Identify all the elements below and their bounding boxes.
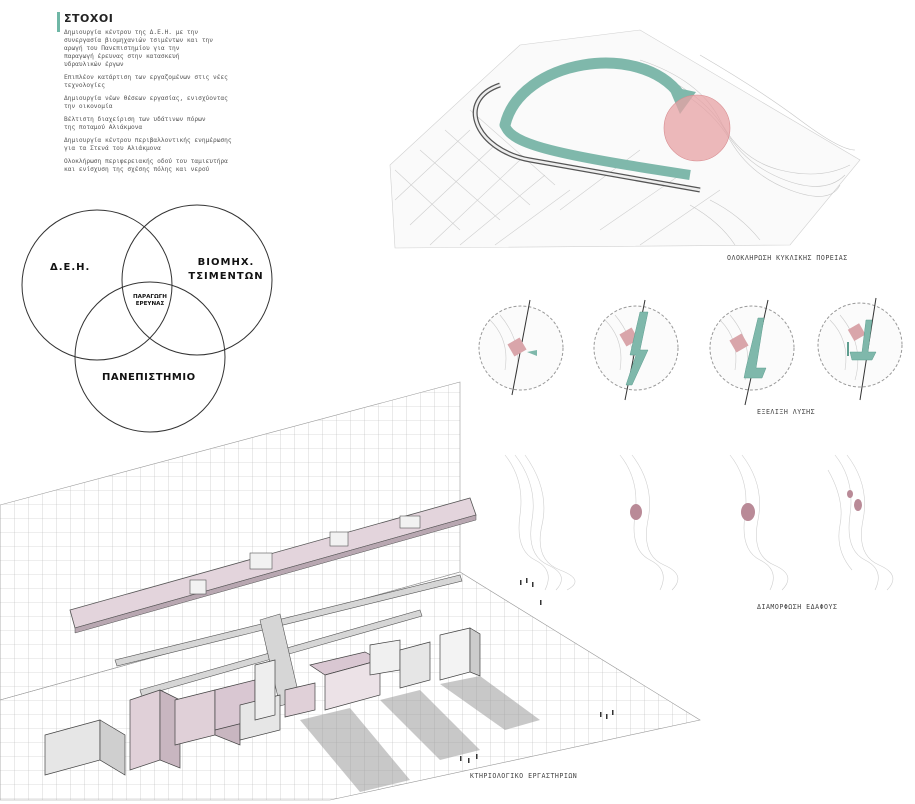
solution-evolution-diagrams — [478, 297, 903, 406]
goals-title: ΣΤΟΧΟΙ — [64, 12, 114, 25]
terrain-step-3 — [729, 454, 789, 591]
goals-accent-bar — [57, 12, 60, 32]
venn-label-university: ΠΑΝΕΠΙΣΤΗΜΙΟ — [102, 372, 196, 383]
site-aerial-plan — [389, 29, 861, 249]
venn-circle-cement — [121, 204, 273, 356]
goal-item: Ολοκλήρωση περιφερειακής οδού του ταμιευ… — [64, 158, 228, 173]
program-isometric-diagram — [0, 381, 701, 801]
caption-lab-program: ΚΤΗΡΙΟΛΟΓΙΚΟ ΕΡΓΑΣΤΗΡΙΩΝ — [470, 772, 578, 780]
evolution-step-2 — [593, 299, 679, 401]
venn-label-cement-line1: ΒΙΟΜΗΧ. — [197, 257, 255, 268]
goal-item: Δημιουργία κέντρου της Δ.Ε.Η. με την συν… — [64, 29, 214, 68]
caption-terrain-shaping: ΔΙΑΜΟΡΦΩΣΗ ΕΔΑΦΟΥΣ — [757, 603, 838, 611]
evolution-step-1 — [478, 299, 564, 396]
venn-label-cement: ΒΙΟΜΗΧ. ΤΣΙΜΕΝΤΩΝ — [181, 256, 271, 284]
caption-solution-evolution: ΕΞΕΛΙΞΗ ΛΥΣΗΣ — [757, 408, 816, 416]
goal-item: Δημιουργία νέων θέσεων εργασίας, ενισχύο… — [64, 95, 228, 110]
evolution-step-3 — [709, 299, 795, 406]
evolution-step-4 — [817, 297, 903, 401]
terrain-step-1 — [504, 454, 576, 591]
terrain-step-4 — [827, 454, 894, 591]
goal-item: Βέλτιστη διαχείριση των υδάτινων πόρων τ… — [64, 116, 206, 131]
caption-loop-completion: ΟΛΟΚΛΗΡΩΣΗ ΚΥΚΛΙΚΗΣ ΠΟΡΕΙΑΣ — [727, 254, 848, 262]
venn-intersection-label: ΠΑΡΑΓΩΓΗ ΕΡΕΥΝΑΣ — [120, 294, 180, 308]
goals-list: Δημιουργία κέντρου της Δ.Ε.Η. με την συν… — [64, 29, 279, 179]
terrain-step-2 — [619, 454, 679, 591]
goal-item: Δημιουργία κέντρου περιβαλλοντικής ενημέ… — [64, 137, 232, 152]
venn-diagram — [21, 204, 273, 433]
goal-item: Επιπλέον κατάρτιση των εργαζομένων στις … — [64, 74, 228, 89]
venn-circle-university — [74, 281, 226, 433]
terrain-shaping-diagrams — [504, 454, 894, 591]
venn-label-dei: Δ.Ε.Η. — [50, 262, 91, 273]
venn-label-cement-line2: ΤΣΙΜΕΝΤΩΝ — [188, 271, 264, 282]
venn-intersection-line2: ΕΡΕΥΝΑΣ — [135, 301, 165, 307]
venn-intersection-line1: ΠΑΡΑΓΩΓΗ — [132, 294, 167, 300]
